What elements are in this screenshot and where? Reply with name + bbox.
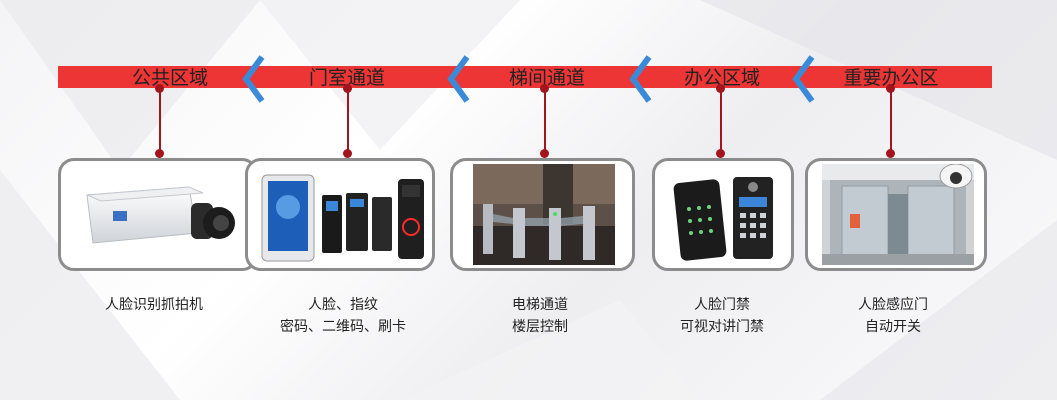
device-card-auto-door	[805, 158, 987, 271]
chevron-left-icon	[792, 55, 815, 103]
chevron-left-icon	[629, 55, 652, 103]
zone-label-key-office: 重要办公区	[843, 67, 939, 89]
elevator-turnstile-photo	[473, 164, 615, 265]
caption-line: 自动开关	[865, 319, 921, 335]
zone-label-public: 公共区域	[131, 67, 209, 89]
device-card-door-terminals	[245, 158, 435, 271]
caption-public: 人脸识别抓拍机	[105, 294, 203, 316]
zone-label-elevator-corridor: 梯间通道	[508, 67, 586, 89]
caption-line: 楼层控制	[512, 319, 568, 335]
connector-dot	[540, 149, 549, 158]
connector-dot	[155, 149, 164, 158]
zone-label-office: 办公区域	[683, 67, 761, 89]
caption-line: 密码、二维码、刷卡	[280, 319, 406, 335]
caption-line: 人脸识别抓拍机	[105, 297, 203, 313]
door-access-terminals-icon	[261, 174, 424, 262]
caption-key-office: 人脸感应门 自动开关	[858, 294, 928, 338]
device-card-turnstile	[450, 158, 635, 271]
caption-elevator-corridor: 电梯通道 楼层控制	[512, 294, 568, 338]
connector-line	[544, 88, 546, 154]
connector-dot	[886, 149, 895, 158]
connector-dot	[343, 149, 352, 158]
connector-line	[159, 88, 161, 154]
connector-line	[347, 88, 349, 154]
zone-band	[58, 66, 992, 88]
caption-line: 人脸感应门	[858, 297, 928, 313]
caption-line: 人脸、指纹	[308, 297, 378, 313]
caption-line: 人脸门禁	[694, 297, 750, 313]
chevron-left-icon	[242, 55, 265, 103]
caption-office: 人脸门禁 可视对讲门禁	[680, 294, 764, 338]
connector-line	[720, 88, 722, 154]
caption-door-corridor: 人脸、指纹 密码、二维码、刷卡	[280, 294, 406, 338]
automatic-sliding-door-photo	[822, 164, 974, 265]
connector-dot	[716, 149, 725, 158]
connector-line	[890, 88, 892, 154]
caption-line: 电梯通道	[512, 297, 568, 313]
chevron-left-icon	[447, 55, 470, 103]
device-card-keypad	[652, 158, 794, 271]
device-card-camera	[58, 158, 258, 271]
face-capture-camera-icon	[86, 186, 235, 244]
zone-label-door-corridor: 门室通道	[308, 67, 386, 89]
caption-line: 可视对讲门禁	[680, 319, 764, 335]
keypad-access-controller-icon	[673, 177, 773, 261]
